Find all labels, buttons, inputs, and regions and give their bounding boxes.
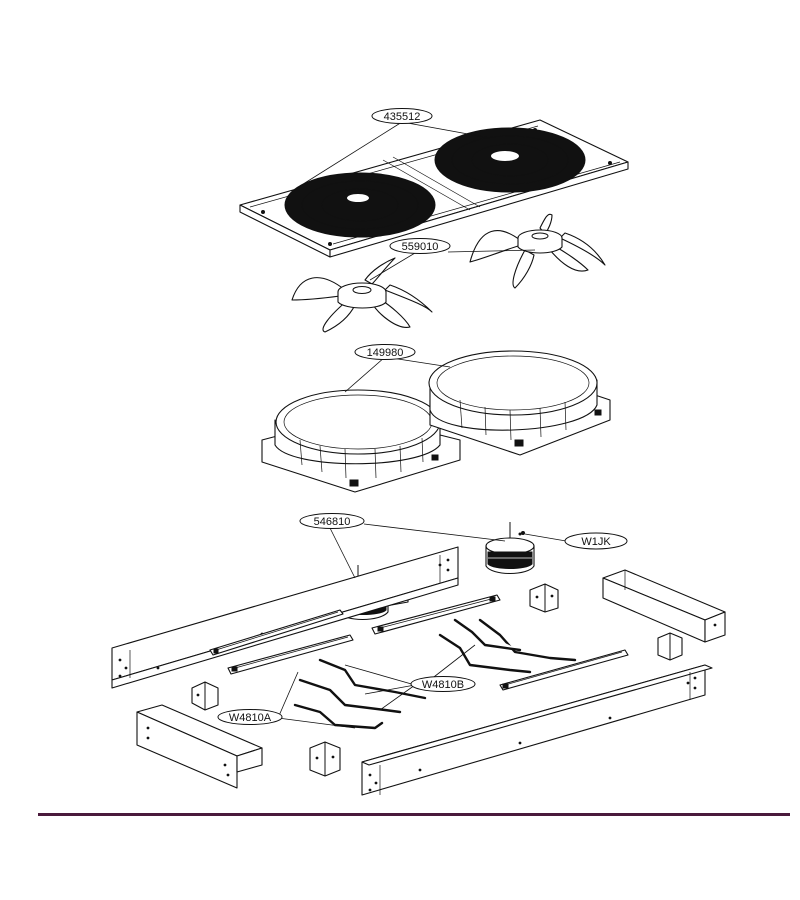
fan-shroud-right (428, 350, 611, 456)
mounting-rail-left (227, 634, 354, 675)
callout-435512: 435512 (371, 108, 433, 124)
callout-546810-label: 546810 (314, 516, 351, 528)
fan-guard-left (284, 172, 436, 238)
motor-right (485, 522, 535, 575)
mounting-rail-back (209, 609, 344, 656)
side-rail-front (361, 664, 713, 796)
w1jk-point (521, 531, 525, 535)
callout-w4810b: W4810B (410, 676, 476, 692)
fan-guard-right (434, 127, 586, 193)
support-bar-6 (453, 618, 522, 652)
callout-559010-label: 559010 (402, 241, 439, 253)
callout-149980-label: 149980 (367, 347, 404, 359)
corner-bracket-2 (191, 681, 219, 711)
mounting-rail-right (499, 649, 629, 691)
callout-w4810a: W4810A (217, 709, 283, 725)
callout-w4810a-label: W4810A (229, 712, 272, 724)
support-bar-1 (298, 678, 402, 714)
callout-w1jk: W1JK (564, 532, 628, 550)
callout-546810: 546810 (299, 513, 365, 529)
support-bar-5 (478, 618, 577, 662)
corner-bracket-1 (529, 583, 559, 613)
footer-rule (38, 813, 790, 816)
leader-lines (277, 121, 567, 729)
fan-blade-right (469, 213, 606, 289)
callout-149980: 149980 (354, 344, 416, 360)
callout-435512-label: 435512 (384, 111, 421, 123)
support-bar-4 (438, 633, 532, 674)
support-bar-2 (318, 658, 427, 700)
callout-w1jk-label: W1JK (581, 536, 611, 548)
side-rail-back (111, 546, 459, 689)
corner-bracket-3 (309, 741, 341, 777)
callout-w4810b-label: W4810B (422, 679, 464, 691)
fan-shroud-left (261, 389, 461, 493)
callout-559010: 559010 (389, 238, 451, 254)
fan-blade-left (291, 257, 433, 333)
end-channel-left (136, 704, 263, 789)
end-channel-right (602, 569, 726, 643)
corner-bracket-4 (657, 632, 683, 661)
mounting-rail-upper (371, 594, 501, 635)
